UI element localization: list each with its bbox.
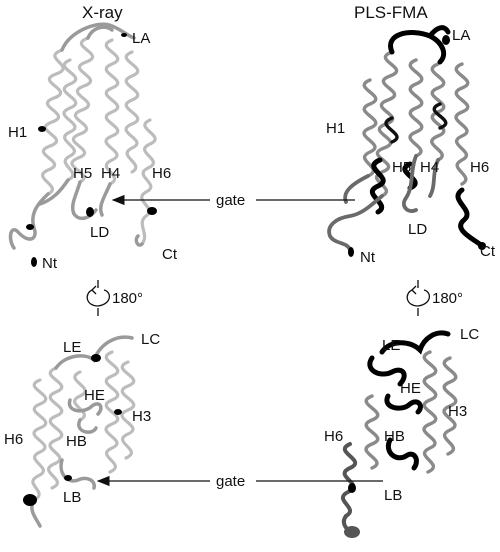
xray-label-lc: LC [141, 331, 160, 348]
xray-label-ld: LD [90, 224, 109, 241]
plsfma-label-le: LE [382, 337, 400, 354]
xray-label-la: LA [132, 30, 150, 47]
xray-label-he: HE [84, 387, 105, 404]
gate-label-bottom: gate [216, 473, 245, 490]
gate-arrow-bottom: gate [96, 473, 383, 490]
xray-title: X-ray [82, 3, 123, 22]
rotation-symbol-left [86, 280, 110, 316]
xray-label-h4: H4 [101, 165, 120, 182]
plsfma-label-lc: LC [460, 326, 479, 343]
rotation-label-right: 180° [432, 290, 463, 307]
plsfma-label-h3: H3 [448, 403, 467, 420]
plsfma-label-h4: H4 [420, 159, 439, 176]
rotation-label-left: 180° [112, 290, 143, 307]
plsfma-title: PLS-FMA [354, 3, 428, 22]
xray-label-h6: H6 [152, 165, 171, 182]
plsfma-label-hb: HB [384, 428, 405, 445]
xray-label-h1: H1 [8, 124, 27, 141]
xray-label-lb: LB [63, 489, 81, 506]
xray-bottom-structure [23, 335, 136, 528]
xray-label-ct: Ct [162, 246, 178, 263]
xray-label-hb: HB [66, 433, 87, 450]
plsfma-label-h5: H5 [392, 159, 411, 176]
plsfma-label-ld: LD [408, 221, 427, 238]
xray-label-h6-bottom: H6 [4, 431, 23, 448]
plsfma-label-nt: Nt [360, 249, 376, 266]
gate-label-top: gate [216, 192, 245, 209]
rotation-symbol-right [406, 280, 430, 316]
gate-arrow-top: gate [111, 192, 355, 209]
plsfma-label-h6-bottom: H6 [324, 428, 343, 445]
plsfma-label-he: HE [400, 380, 421, 397]
plsfma-label-lb: LB [384, 487, 402, 504]
plsfma-label-la: LA [452, 27, 470, 44]
xray-label-le: LE [63, 339, 81, 356]
xray-top-structure [8, 22, 157, 267]
plsfma-bottom-structure [340, 330, 458, 538]
plsfma-label-ct: Ct [480, 243, 496, 260]
plsfma-label-h1: H1 [326, 120, 345, 137]
xray-label-h5: H5 [73, 165, 92, 182]
xray-label-nt: Nt [42, 255, 58, 272]
plsfma-label-h6: H6 [470, 159, 489, 176]
xray-label-h3: H3 [132, 408, 151, 425]
